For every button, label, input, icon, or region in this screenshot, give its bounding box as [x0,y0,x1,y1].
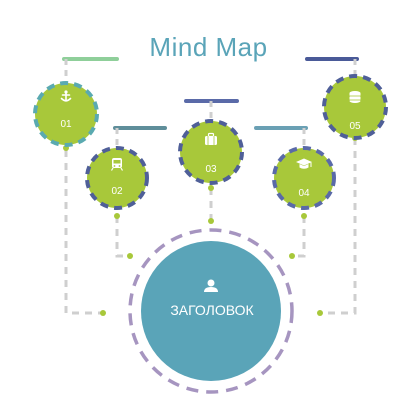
connector-05 [320,138,357,315]
connector-dot [208,185,214,191]
node-05-number: 05 [349,121,361,132]
center-node[interactable] [141,241,281,381]
connector-dot [114,213,120,219]
database-icon [349,91,361,103]
page-title: Mind Map [149,32,268,62]
connector-dot [317,310,323,316]
node-02-number: 02 [111,186,123,197]
anchor-icon [60,90,72,102]
node-04[interactable] [272,146,336,210]
node-05[interactable] [322,74,388,140]
node-01[interactable] [33,81,99,147]
node-01-number: 01 [60,119,72,130]
connector-dot [127,253,133,259]
connector-dot [289,253,295,259]
connector-02 [115,216,130,258]
connector-dot [100,310,106,316]
connector-04 [292,216,306,258]
graduation-cap-icon [296,158,312,169]
node-04-number: 04 [298,188,310,199]
node-03[interactable] [178,119,244,185]
briefcase-icon [205,132,217,145]
connector-dot [301,213,307,219]
train-icon [110,158,124,171]
center-node-label: ЗАГОЛОВОК [170,302,254,318]
center-node-border [128,228,294,394]
node-03-number: 03 [205,164,217,175]
connector-01 [64,150,103,315]
node-02[interactable] [85,146,149,210]
connector-dot [208,218,214,224]
person-icon [204,279,218,292]
